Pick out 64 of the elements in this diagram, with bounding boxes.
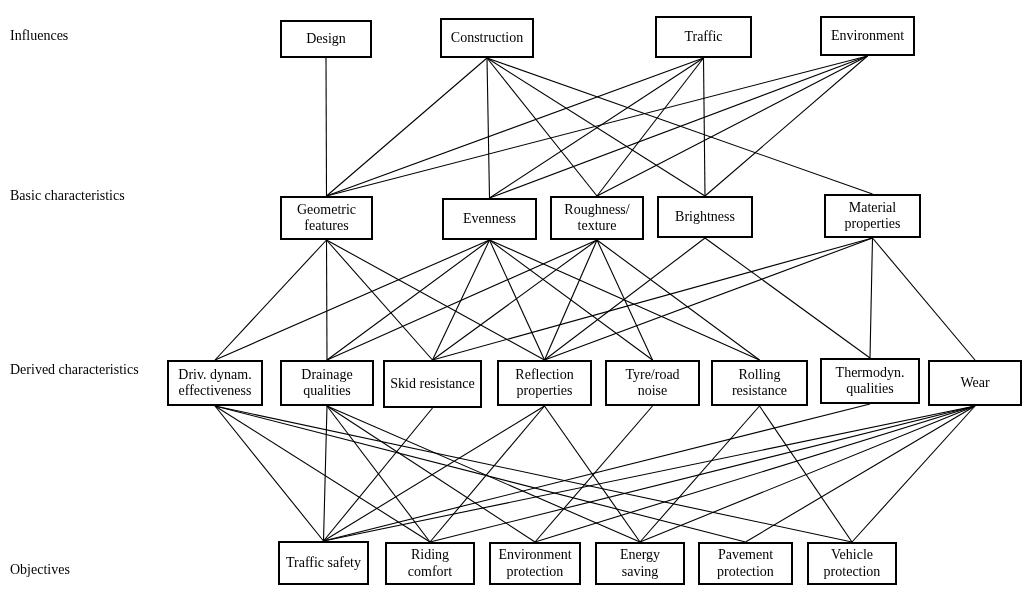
- connector-line: [744, 405, 976, 543]
- influence-box: Design: [280, 20, 372, 58]
- influence-box: Traffic: [655, 16, 752, 58]
- connector-line: [871, 237, 976, 361]
- connector-line: [326, 405, 641, 543]
- connector-line: [596, 239, 654, 361]
- connector-line: [326, 239, 598, 361]
- connector-line: [214, 405, 431, 543]
- objective-box: Traffic safety: [278, 541, 369, 585]
- connector-line: [431, 239, 491, 361]
- characteristic-box: Wear: [928, 360, 1022, 406]
- connector-line: [486, 57, 491, 199]
- characteristic-box: Material properties: [824, 194, 921, 238]
- connector-line: [758, 405, 853, 543]
- row-label: Influences: [10, 28, 70, 45]
- objective-box: Energy saving: [595, 542, 685, 585]
- connector-line: [214, 239, 328, 361]
- connector-line: [322, 405, 328, 542]
- connector-line: [486, 57, 598, 197]
- connector-line: [325, 239, 328, 361]
- connector-line: [851, 405, 976, 543]
- characteristic-box: Driv. dynam. effectiveness: [167, 360, 263, 406]
- characteristic-box: Rolling resistance: [711, 360, 808, 406]
- objective-box: Pavement protection: [698, 542, 793, 585]
- characteristic-box: Drainage qualities: [280, 360, 374, 406]
- characteristic-box: Tyre/road noise: [605, 360, 700, 406]
- row-label: Derived characteristics: [10, 362, 140, 379]
- connector-line: [326, 239, 491, 361]
- connector-line: [325, 57, 488, 197]
- connector-line: [704, 237, 871, 359]
- connector-line: [704, 55, 869, 197]
- connector-line: [639, 405, 761, 543]
- characteristic-box: Skid resistance: [383, 360, 482, 408]
- connector-line: [488, 239, 654, 361]
- connector-line: [869, 237, 874, 359]
- connector-line: [596, 57, 705, 197]
- connector-line: [543, 405, 641, 543]
- connector-line: [214, 405, 325, 542]
- connector-line: [429, 405, 546, 543]
- influence-box: Construction: [440, 18, 534, 58]
- objective-box: Environment protection: [489, 542, 581, 585]
- row-label: Basic characteristics: [10, 188, 126, 205]
- characteristic-box: Roughness/ texture: [550, 196, 644, 240]
- characteristic-box: Reflection properties: [497, 360, 592, 406]
- row-label: Objectives: [10, 562, 71, 579]
- connector-line: [325, 57, 328, 197]
- connector-line: [543, 237, 874, 361]
- objective-box: Riding comfort: [385, 542, 475, 585]
- connector-line: [543, 237, 706, 361]
- connector-line: [325, 239, 434, 361]
- connector-line: [596, 55, 869, 197]
- characteristic-box: Geometric features: [280, 196, 373, 240]
- connector-line: [702, 57, 706, 197]
- connector-line: [488, 239, 546, 361]
- connector-line: [534, 405, 654, 543]
- influence-box: Environment: [820, 16, 915, 56]
- objective-box: Vehicle protection: [807, 542, 897, 585]
- characteristic-box: Evenness: [442, 198, 537, 240]
- connector-line: [543, 239, 598, 361]
- connector-line: [596, 239, 761, 361]
- connector-line: [325, 239, 546, 361]
- connector-line: [431, 239, 598, 361]
- characteristic-box: Thermodyn. qualities: [820, 358, 920, 404]
- characteristic-box: Brightness: [657, 196, 753, 238]
